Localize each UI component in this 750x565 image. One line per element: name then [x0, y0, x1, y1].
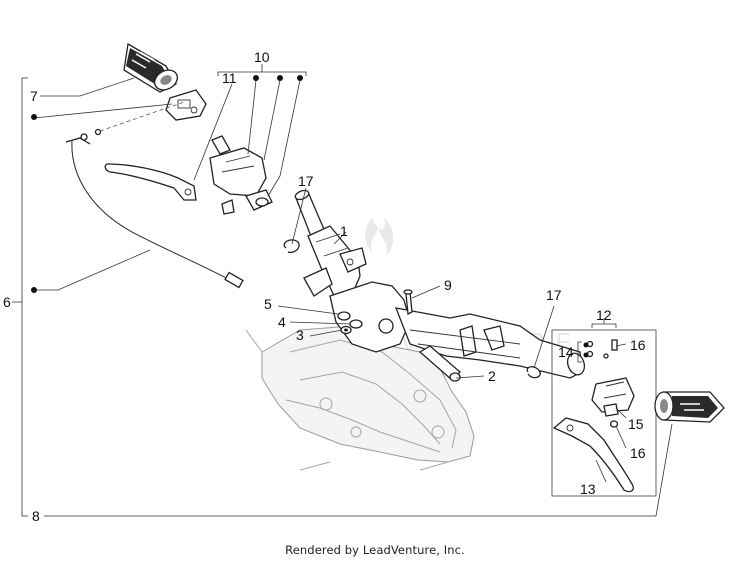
callout-13: 13: [580, 481, 596, 497]
callout-1: 1: [340, 223, 348, 239]
callout-12: 12: [596, 307, 612, 323]
callout-4: 4: [278, 314, 286, 330]
callout-labels: 1 2 3 4 5 6 7 8 9 10 11 12 13 14 15 16 1…: [3, 49, 646, 524]
callout-5: 5: [264, 296, 272, 312]
steering-column: [294, 189, 367, 303]
callout-2: 2: [488, 368, 496, 384]
callout-3: 3: [296, 327, 304, 343]
callout-16-top: 16: [630, 337, 646, 353]
callout-dots: [31, 75, 589, 358]
footer-credit: Rendered by LeadVenture, Inc.: [285, 543, 465, 557]
callout-17-left: 17: [298, 173, 314, 189]
callout-8: 8: [32, 508, 40, 524]
callout-17-right: 17: [546, 287, 562, 303]
callout-15: 15: [628, 416, 644, 432]
left-brake-lever: [104, 163, 197, 201]
leader-lines: [12, 64, 673, 517]
callout-16-bottom: 16: [630, 445, 646, 461]
right-lever-group: [551, 329, 657, 497]
left-lever-mount: [209, 135, 273, 215]
callout-9: 9: [444, 277, 452, 293]
callout-14: 14: [558, 344, 574, 360]
handlebar: [329, 281, 586, 379]
right-grip: [654, 391, 725, 423]
callout-11: 11: [222, 70, 237, 86]
left-grip: [123, 42, 178, 93]
bolt: [403, 289, 413, 316]
callout-10: 10: [254, 49, 270, 65]
callout-7: 7: [30, 88, 38, 104]
pivot-pin: [418, 345, 461, 382]
retaining-clips: [283, 239, 541, 379]
left-switch-housing: [165, 89, 207, 121]
callout-6: 6: [3, 294, 11, 310]
rear-brake-cable: [65, 101, 244, 289]
